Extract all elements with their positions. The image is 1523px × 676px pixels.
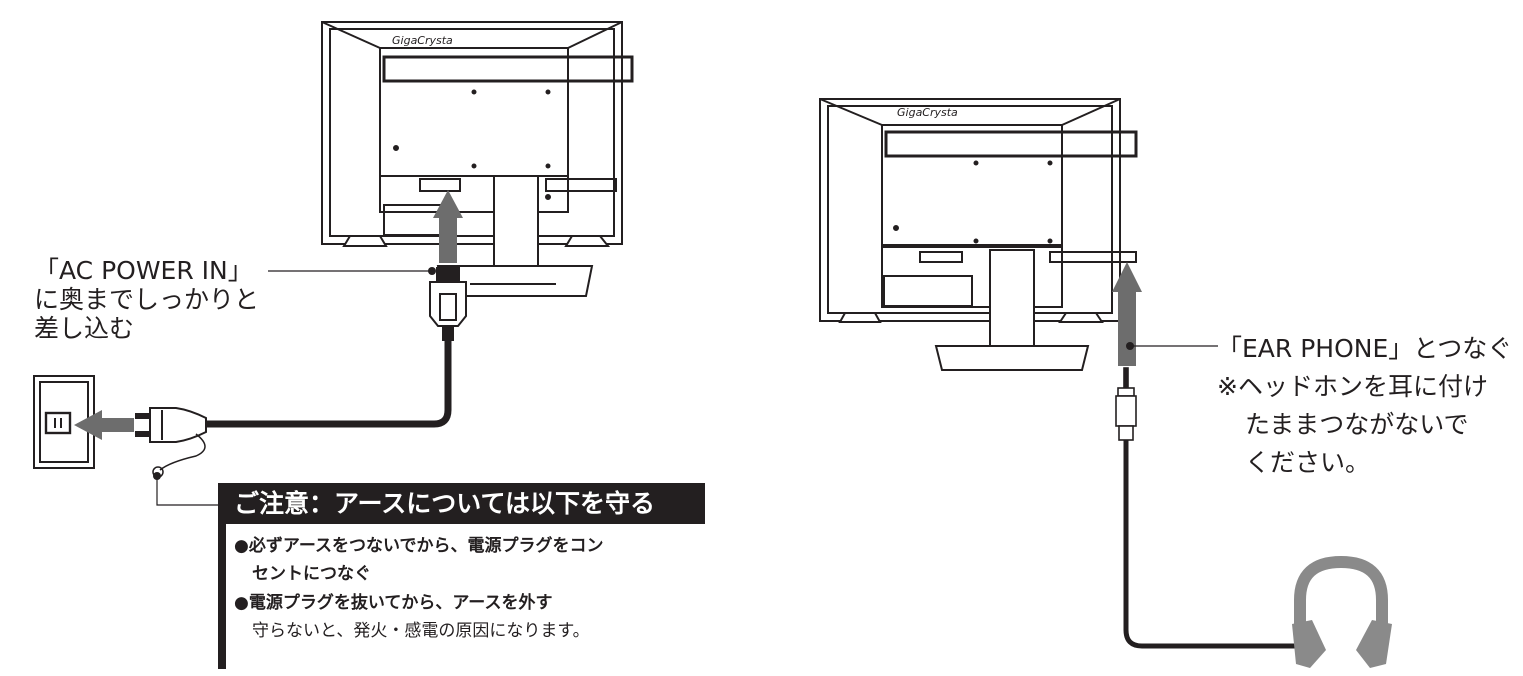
ear-note-line2: ※ヘッドホンを耳に付け: [1217, 372, 1488, 401]
caution-bullet2: ●電源プラグを抜いてから、アースを外す: [234, 593, 553, 613]
power-cable: [206, 340, 452, 428]
ear-phone-label: 「EAR PHONE」とつなぐ: [1217, 334, 1513, 363]
headphone-jack: [1115, 367, 1137, 441]
ground-wire: [159, 433, 206, 471]
power-connector: [429, 267, 467, 341]
ac-instruction-line2: に奥までしっかりと: [34, 285, 260, 314]
caution-note: 守らないと、発火・感電の原因になります。: [252, 621, 590, 641]
headphone-cable: [1123, 440, 1300, 649]
left-monitor: [321, 21, 634, 297]
caution-panel: ご注意：アースについては以下を守る ●必ずアースをつないでから、電源プラグをコン…: [218, 483, 705, 669]
plug-left-arrow: [74, 410, 134, 440]
ac-power-in-label: 「AC POWER IN」: [34, 256, 253, 285]
caution-title: ご注意：アースについては以下を守る: [218, 483, 705, 524]
ear-note-line3: たままつながないで: [1245, 410, 1469, 439]
right-monitor: [819, 98, 1138, 371]
power-up-arrow: [433, 190, 463, 263]
ac-instruction-line3: 差し込む: [34, 314, 135, 343]
right-monitor-logo: GigaCrysta: [897, 106, 958, 119]
caution-bullet1-line2: セントにつなぐ: [252, 564, 371, 584]
ear-note-line4: ください。: [1245, 448, 1371, 477]
headphones-icon: [1294, 555, 1388, 626]
caution-callout-line: [156, 478, 218, 506]
wall-plug: [135, 407, 207, 443]
left-monitor-logo: GigaCrysta: [392, 34, 453, 47]
caution-bullet1-line1: ●必ずアースをつないでから、電源プラグをコン: [234, 536, 604, 556]
